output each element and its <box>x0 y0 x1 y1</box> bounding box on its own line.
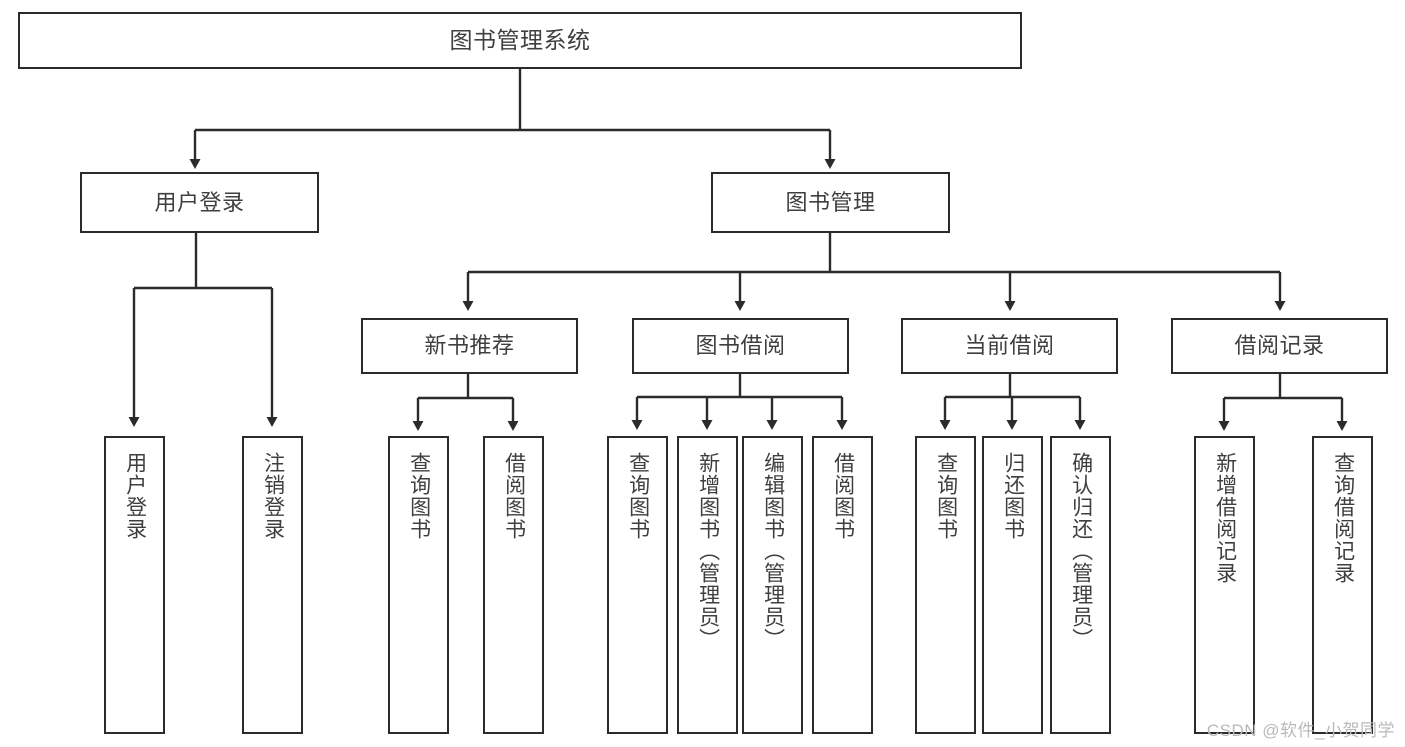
leaf-current-borrow-query[interactable]: 查询图书 <box>915 436 976 734</box>
node-current-borrow[interactable]: 当前借阅 <box>901 318 1118 374</box>
leaf-label: 借阅图书 <box>502 452 526 540</box>
csdn-watermark: CSDN @软件_小贺同学 <box>1206 721 1395 740</box>
leaf-user-login-logout[interactable]: 注销登录 <box>242 436 303 734</box>
node-user-login[interactable]: 用户登录 <box>80 172 319 233</box>
leaf-current-borrow-confirm-return[interactable]: 确认归还（管理员） <box>1050 436 1111 734</box>
leaf-label: 新增图书（管理员） <box>696 452 720 650</box>
leaf-label: 查询图书 <box>934 452 958 540</box>
node-root[interactable]: 图书管理系统 <box>18 12 1022 69</box>
node-root-label: 图书管理系统 <box>449 26 591 53</box>
node-book-borrow-label: 图书借阅 <box>695 333 786 359</box>
leaf-book-borrow-borrow[interactable]: 借阅图书 <box>812 436 873 734</box>
leaf-user-login-login[interactable]: 用户登录 <box>104 436 165 734</box>
leaf-label: 查询图书 <box>407 452 431 540</box>
node-new-book-recommend-label: 新书推荐 <box>424 333 515 359</box>
leaf-label: 确认归还（管理员） <box>1069 452 1093 650</box>
leaf-label: 归还图书 <box>1001 452 1025 540</box>
leaf-label: 查询借阅记录 <box>1331 452 1355 584</box>
node-book-management[interactable]: 图书管理 <box>711 172 950 233</box>
leaf-book-borrow-edit[interactable]: 编辑图书（管理员） <box>742 436 803 734</box>
node-new-book-recommend[interactable]: 新书推荐 <box>361 318 578 374</box>
leaf-current-borrow-return[interactable]: 归还图书 <box>982 436 1043 734</box>
leaf-book-borrow-add[interactable]: 新增图书（管理员） <box>677 436 738 734</box>
leaf-borrow-record-add[interactable]: 新增借阅记录 <box>1194 436 1255 734</box>
leaf-label: 新增借阅记录 <box>1213 452 1237 584</box>
leaf-label: 注销登录 <box>261 452 285 540</box>
node-book-management-label: 图书管理 <box>785 189 876 215</box>
node-current-borrow-label: 当前借阅 <box>964 333 1055 359</box>
leaf-borrow-record-query[interactable]: 查询借阅记录 <box>1312 436 1373 734</box>
leaf-new-book-borrow[interactable]: 借阅图书 <box>483 436 544 734</box>
leaf-label: 查询图书 <box>626 452 650 540</box>
node-borrow-record[interactable]: 借阅记录 <box>1171 318 1388 374</box>
node-user-login-label: 用户登录 <box>154 189 245 215</box>
leaf-label: 用户登录 <box>123 452 147 540</box>
node-book-borrow[interactable]: 图书借阅 <box>632 318 849 374</box>
node-borrow-record-label: 借阅记录 <box>1234 333 1325 359</box>
leaf-label: 借阅图书 <box>831 452 855 540</box>
leaf-new-book-query[interactable]: 查询图书 <box>388 436 449 734</box>
leaf-book-borrow-query[interactable]: 查询图书 <box>607 436 668 734</box>
leaf-label: 编辑图书（管理员） <box>761 452 785 650</box>
